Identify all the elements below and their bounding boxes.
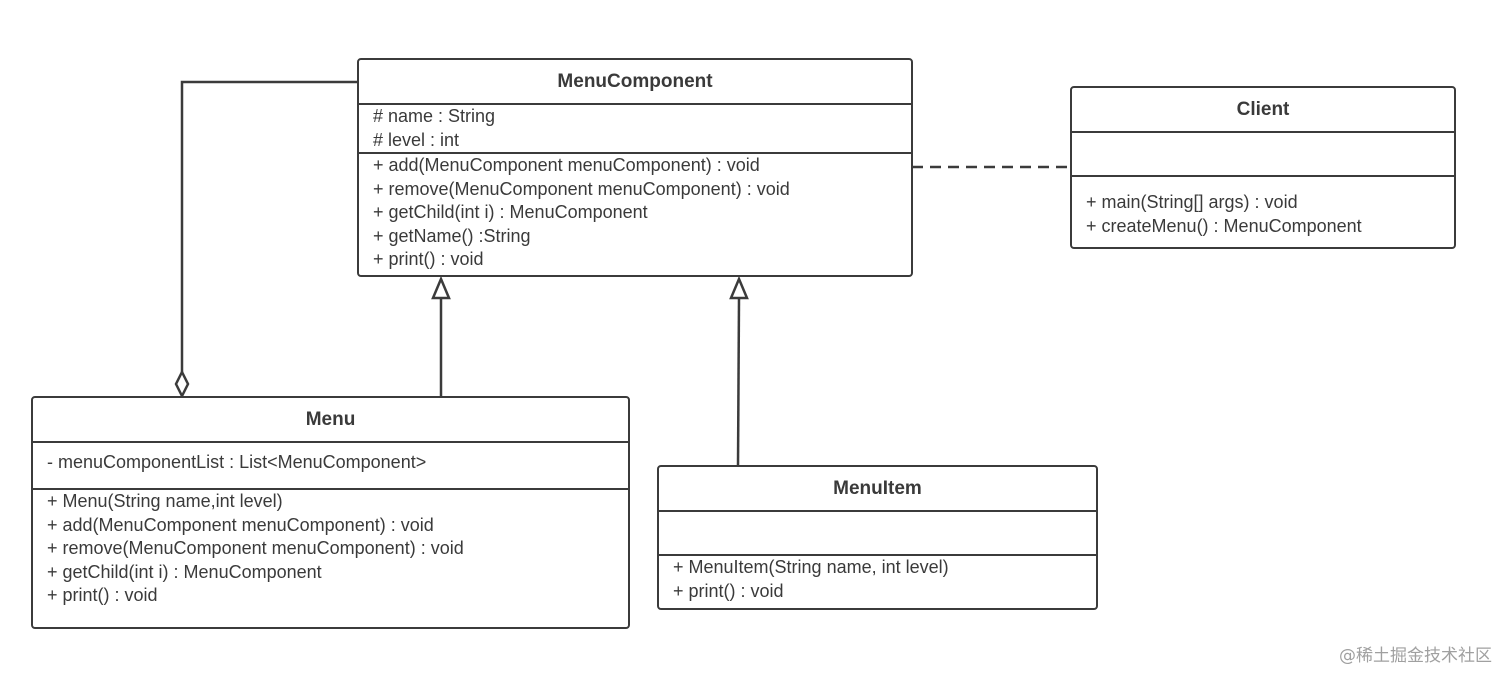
method-line: + remove(MenuComponent menuComponent) : … — [47, 538, 464, 558]
attribute-line: - menuComponentList : List<MenuComponent… — [47, 452, 427, 472]
attribute-line: # level : int — [373, 129, 460, 150]
class-menucomponent-attributes: # name : String # level : int — [359, 105, 911, 154]
method-line: + remove(MenuComponent menuComponent) : … — [373, 178, 790, 199]
class-menu: Menu - menuComponentList : List<MenuComp… — [31, 396, 630, 629]
menuitem-generalization-connector — [736, 297, 741, 467]
class-client-attributes — [1072, 133, 1454, 177]
method-line: + print() : void — [673, 580, 784, 601]
method-line: + getChild(int i) : MenuComponent — [373, 202, 648, 222]
menu-generalization-arrowhead — [431, 275, 451, 300]
class-menuitem-title: MenuItem — [659, 467, 1096, 512]
aggregation-diamond — [174, 369, 190, 399]
method-line: + createMenu() : MenuComponent — [1086, 215, 1362, 236]
method-line: + getChild(int i) : MenuComponent — [47, 561, 322, 582]
class-menuitem: MenuItem + MenuItem(String name, int lev… — [657, 465, 1098, 610]
method-line: + add(MenuComponent menuComponent) : voi… — [47, 514, 434, 535]
method-line: + print() : void — [373, 249, 484, 269]
class-menuitem-methods: + MenuItem(String name, int level) + pri… — [659, 556, 1096, 603]
method-line: + Menu(String name,int level) — [47, 491, 283, 511]
method-line: + MenuItem(String name, int level) — [673, 557, 949, 577]
attribute-line: # name : String — [373, 106, 496, 126]
class-menu-methods: + Menu(String name,int level) + add(Menu… — [33, 490, 628, 608]
class-menucomponent-title: MenuComponent — [359, 60, 911, 105]
class-menucomponent: MenuComponent # name : String # level : … — [357, 58, 913, 277]
class-client-methods: + main(String[] args) : void + createMen… — [1072, 177, 1454, 238]
class-menu-attributes: - menuComponentList : List<MenuComponent… — [33, 443, 628, 490]
class-menu-title: Menu — [33, 398, 628, 443]
class-client: Client + main(String[] args) : void + cr… — [1070, 86, 1456, 249]
menuitem-generalization-arrowhead — [729, 275, 749, 300]
class-menuitem-attributes — [659, 512, 1096, 556]
class-client-title: Client — [1072, 88, 1454, 133]
method-line: + print() : void — [47, 585, 158, 605]
aggregation-connector — [180, 80, 360, 372]
watermark: @稀土掘金技术社区 — [1339, 646, 1492, 666]
method-line: + add(MenuComponent menuComponent) : voi… — [373, 155, 760, 175]
method-line: + getName() :String — [373, 225, 531, 246]
method-line: + main(String[] args) : void — [1086, 192, 1298, 212]
class-menucomponent-methods: + add(MenuComponent menuComponent) : voi… — [359, 154, 911, 272]
